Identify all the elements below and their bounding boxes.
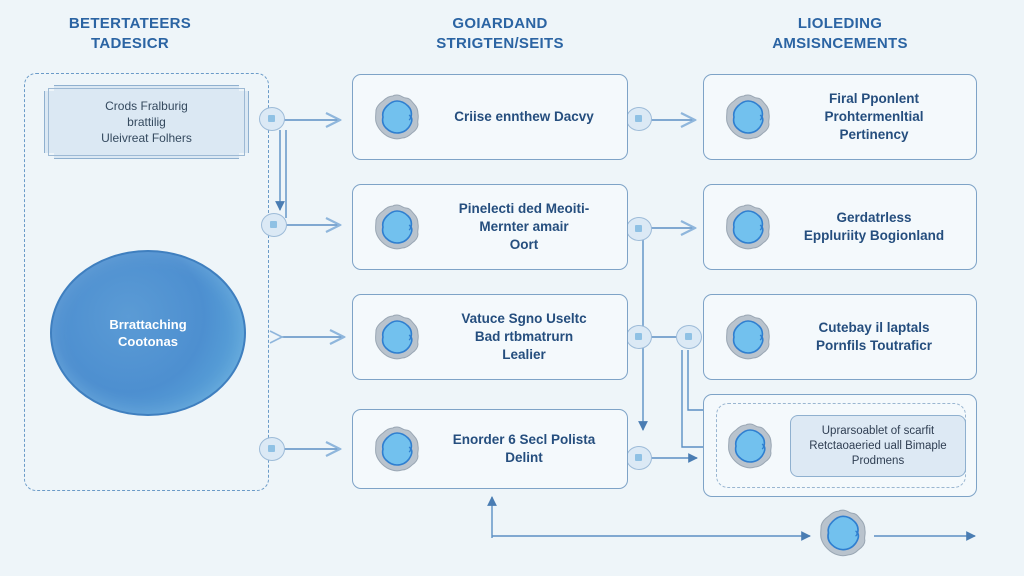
card-text-line: Mernter amair: [479, 219, 569, 234]
middle-card-4-text: Enorder 6 Secl Polista Delint: [433, 410, 615, 488]
cell-blob-icon: [727, 422, 773, 469]
cell-blob-icon: [374, 94, 420, 140]
card-text-line: Pornfils Toutraficr: [815, 338, 932, 353]
card-text-line: Oort: [509, 237, 539, 252]
connector-node-icon[interactable]: [626, 325, 652, 349]
cell-blob-icon[interactable]: [818, 508, 868, 558]
cell-blob-icon: [374, 426, 420, 472]
card-text-line: Delint: [505, 450, 543, 465]
card-text-line: Vatuce Sgno Useltc: [461, 311, 587, 326]
card-text-line: Bad rtbmatrurn: [474, 329, 574, 344]
column-title-left-line1: BETERTATEERS: [68, 15, 192, 32]
card-text-line: Lealier: [502, 347, 546, 362]
middle-card-1[interactable]: Criise ennthew Dacvy: [352, 74, 628, 160]
middle-card-3-text: Vatuce Sgno Useltc Bad rtbmatrurn Lealie…: [433, 295, 615, 379]
connector-node-icon[interactable]: [261, 213, 287, 237]
card-text-line: Eppluriity Bogionland: [803, 228, 945, 243]
card-text-line: Prohtermenltial: [824, 109, 924, 124]
column-title-right-line1: LIOLEDING: [797, 15, 883, 32]
middle-card-2-text: Pinelecti ded Meoiti- Mernter amair Oort: [433, 185, 615, 269]
card-text-line: Uprarsoablet of scarfit: [821, 424, 935, 437]
central-circle[interactable]: Brrattaching Cootonas: [50, 250, 246, 416]
right-card-1[interactable]: Firal Pponlent Prohtermenltial Pertinenc…: [703, 74, 977, 160]
column-title-right: LIOLEDING AMSISNCEMENTS: [720, 14, 960, 54]
left-open-arrow-icon: [269, 330, 284, 344]
card-text-line: Criise ennthew Dacvy: [454, 109, 594, 124]
left-dashed-group: [24, 73, 269, 491]
central-circle-line2: Cootonas: [118, 334, 178, 349]
left-banner: Crods Fralburig brattilig Uleivreat Folh…: [44, 85, 249, 159]
column-title-middle-line1: GOIARDAND: [452, 15, 548, 32]
card-text-line: Firal Pponlent: [828, 91, 919, 106]
connector-line: [681, 350, 703, 448]
card-text-line: Gerdatrless: [836, 210, 912, 225]
left-banner-line1: Crods Fralburig: [105, 99, 188, 113]
connector-node-icon[interactable]: [676, 325, 702, 349]
card-text-line: Retctaoaeried uall Bimaple: [809, 439, 947, 452]
cell-blob-icon: [374, 204, 420, 250]
middle-card-3[interactable]: Vatuce Sgno Useltc Bad rtbmatrurn Lealie…: [352, 294, 628, 380]
middle-card-1-text: Criise ennthew Dacvy: [433, 75, 615, 159]
central-circle-line1: Brrattaching: [109, 317, 187, 332]
card-text-line: Prodmens: [851, 454, 905, 467]
middle-card-4[interactable]: Enorder 6 Secl Polista Delint: [352, 409, 628, 489]
column-title-right-line2: AMSISNCEMENTS: [772, 35, 908, 52]
right-card-2-text: Gerdatrless Eppluriity Bogionland: [784, 185, 964, 269]
right-card-3[interactable]: Cutebay il laptals Pornfils Toutraficr: [703, 294, 977, 380]
cell-blob-icon: [374, 314, 420, 360]
column-title-middle-line2: STRIGTEN/SEITS: [436, 35, 564, 52]
right-card-4[interactable]: Uprarsoablet of scarfit Retctaoaeried ua…: [703, 394, 977, 497]
cell-blob-icon: [725, 314, 771, 360]
column-title-left: BETERTATEERS TADESICR: [40, 14, 220, 54]
connector-node-icon[interactable]: [626, 107, 652, 131]
card-text-line: Cutebay il laptals: [818, 320, 930, 335]
column-title-middle: GOIARDAND STRIGTEN/SEITS: [400, 14, 600, 54]
left-to-middle-connectors: [275, 120, 344, 449]
right-card-4-note: Uprarsoablet of scarfit Retctaoaeried ua…: [790, 415, 966, 477]
connector-node-icon[interactable]: [259, 437, 285, 461]
card-text-line: Pinelecti ded Meoiti-: [458, 201, 590, 216]
column-title-left-line2: TADESICR: [91, 35, 169, 52]
card-text-line: Enorder 6 Secl Polista: [452, 432, 596, 447]
middle-card-2[interactable]: Pinelecti ded Meoiti- Mernter amair Oort: [352, 184, 628, 270]
right-card-1-text: Firal Pponlent Prohtermenltial Pertinenc…: [784, 75, 964, 159]
connector-line: [687, 350, 703, 411]
card-text-line: Pertinency: [839, 127, 909, 142]
cell-blob-icon: [725, 94, 771, 140]
connector-node-icon[interactable]: [626, 217, 652, 241]
left-banner-line3: Uleivreat Folhers: [101, 131, 192, 145]
connector-node-icon[interactable]: [259, 107, 285, 131]
right-card-3-text: Cutebay il laptals Pornfils Toutraficr: [784, 295, 964, 379]
connector-node-icon[interactable]: [626, 446, 652, 470]
left-banner-line2: brattilig: [127, 115, 166, 129]
cell-blob-icon: [725, 204, 771, 250]
right-card-2[interactable]: Gerdatrless Eppluriity Bogionland: [703, 184, 977, 270]
